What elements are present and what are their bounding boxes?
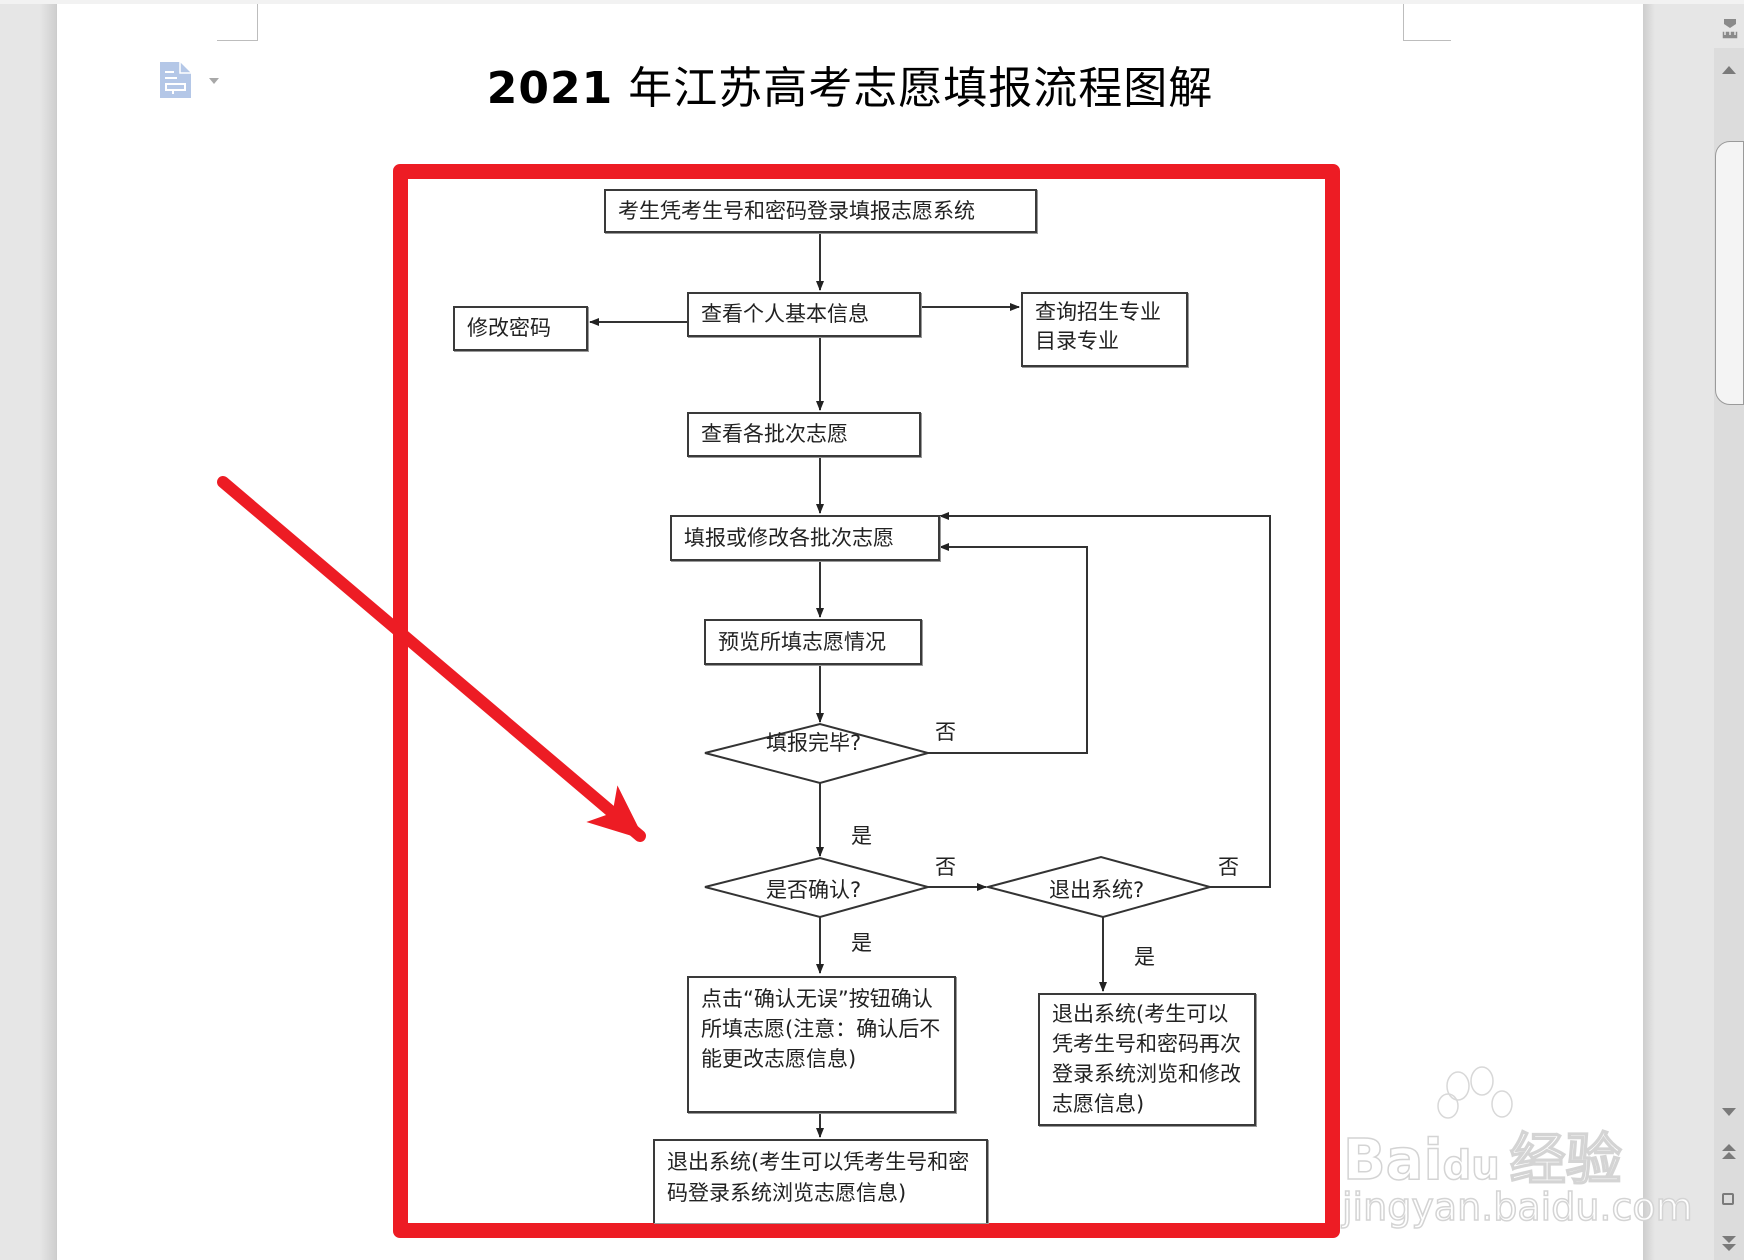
decision-fill-done-label: 填报完毕?: [766, 731, 862, 755]
node-click-confirm: 点击“确认无误”按钮确认所填志愿(注意：确认后不能更改志愿信息): [687, 976, 956, 1113]
node-preview: 预览所填志愿情况: [704, 619, 922, 665]
watermark-du: du: [1442, 1142, 1501, 1190]
label-yes-exit: 是: [1134, 945, 1155, 969]
ruler-toggle-icon[interactable]: [1721, 18, 1739, 40]
node-query-major-catalog: 查询招生专业目录专业: [1021, 292, 1188, 367]
node-view-batches: 查看各批次志愿: [687, 412, 921, 457]
label-no-exit: 否: [1218, 855, 1239, 879]
node-exit-modify: 退出系统(考生可以凭考生号和密码再次登录系统浏览和修改志愿信息): [1038, 993, 1256, 1126]
label-yes-fill-done: 是: [851, 824, 872, 848]
next-page-icon[interactable]: [1722, 1236, 1736, 1252]
title-year: 2021: [486, 63, 614, 114]
node-login: 考生凭考生号和密码登录填报志愿系统: [604, 189, 1037, 233]
watermark-url: jingyan.baidu.com: [1341, 1184, 1693, 1230]
previous-page-icon[interactable]: [1722, 1144, 1736, 1160]
paste-options-document-icon[interactable]: [160, 62, 191, 98]
select-browse-object-icon[interactable]: [1722, 1193, 1734, 1205]
decision-confirm-label: 是否确认?: [766, 878, 862, 902]
watermark-brand: Bai: [1342, 1127, 1443, 1194]
page-corner-mark-left: [217, 4, 258, 41]
label-no-fill-done: 否: [935, 720, 956, 744]
paste-options-chevron-down-icon[interactable]: [209, 78, 219, 84]
page-corner-mark-right: [1403, 4, 1451, 41]
node-change-password: 修改密码: [453, 306, 588, 351]
label-no-confirm: 否: [935, 855, 956, 879]
label-yes-confirm: 是: [851, 931, 872, 955]
decision-exit-label: 退出系统?: [1049, 878, 1145, 902]
watermark-cn: 经验: [1509, 1127, 1623, 1194]
node-view-personal-info: 查看个人基本信息: [687, 292, 921, 337]
vertical-scrollbar-thumb[interactable]: [1715, 141, 1744, 405]
page-title: 2021 年江苏高考志愿填报流程图解: [0, 52, 1700, 116]
top-strip: [0, 0, 1744, 4]
node-fill-modify: 填报或修改各批次志愿: [670, 515, 940, 561]
title-text: 年江苏高考志愿填报流程图解: [613, 63, 1214, 114]
left-gutter: [0, 4, 57, 1260]
node-exit-browse: 退出系统(考生可以凭考生号和密码登录系统浏览志愿信息): [653, 1139, 988, 1223]
scroll-up-icon[interactable]: [1722, 66, 1736, 74]
scroll-down-icon[interactable]: [1722, 1108, 1736, 1116]
